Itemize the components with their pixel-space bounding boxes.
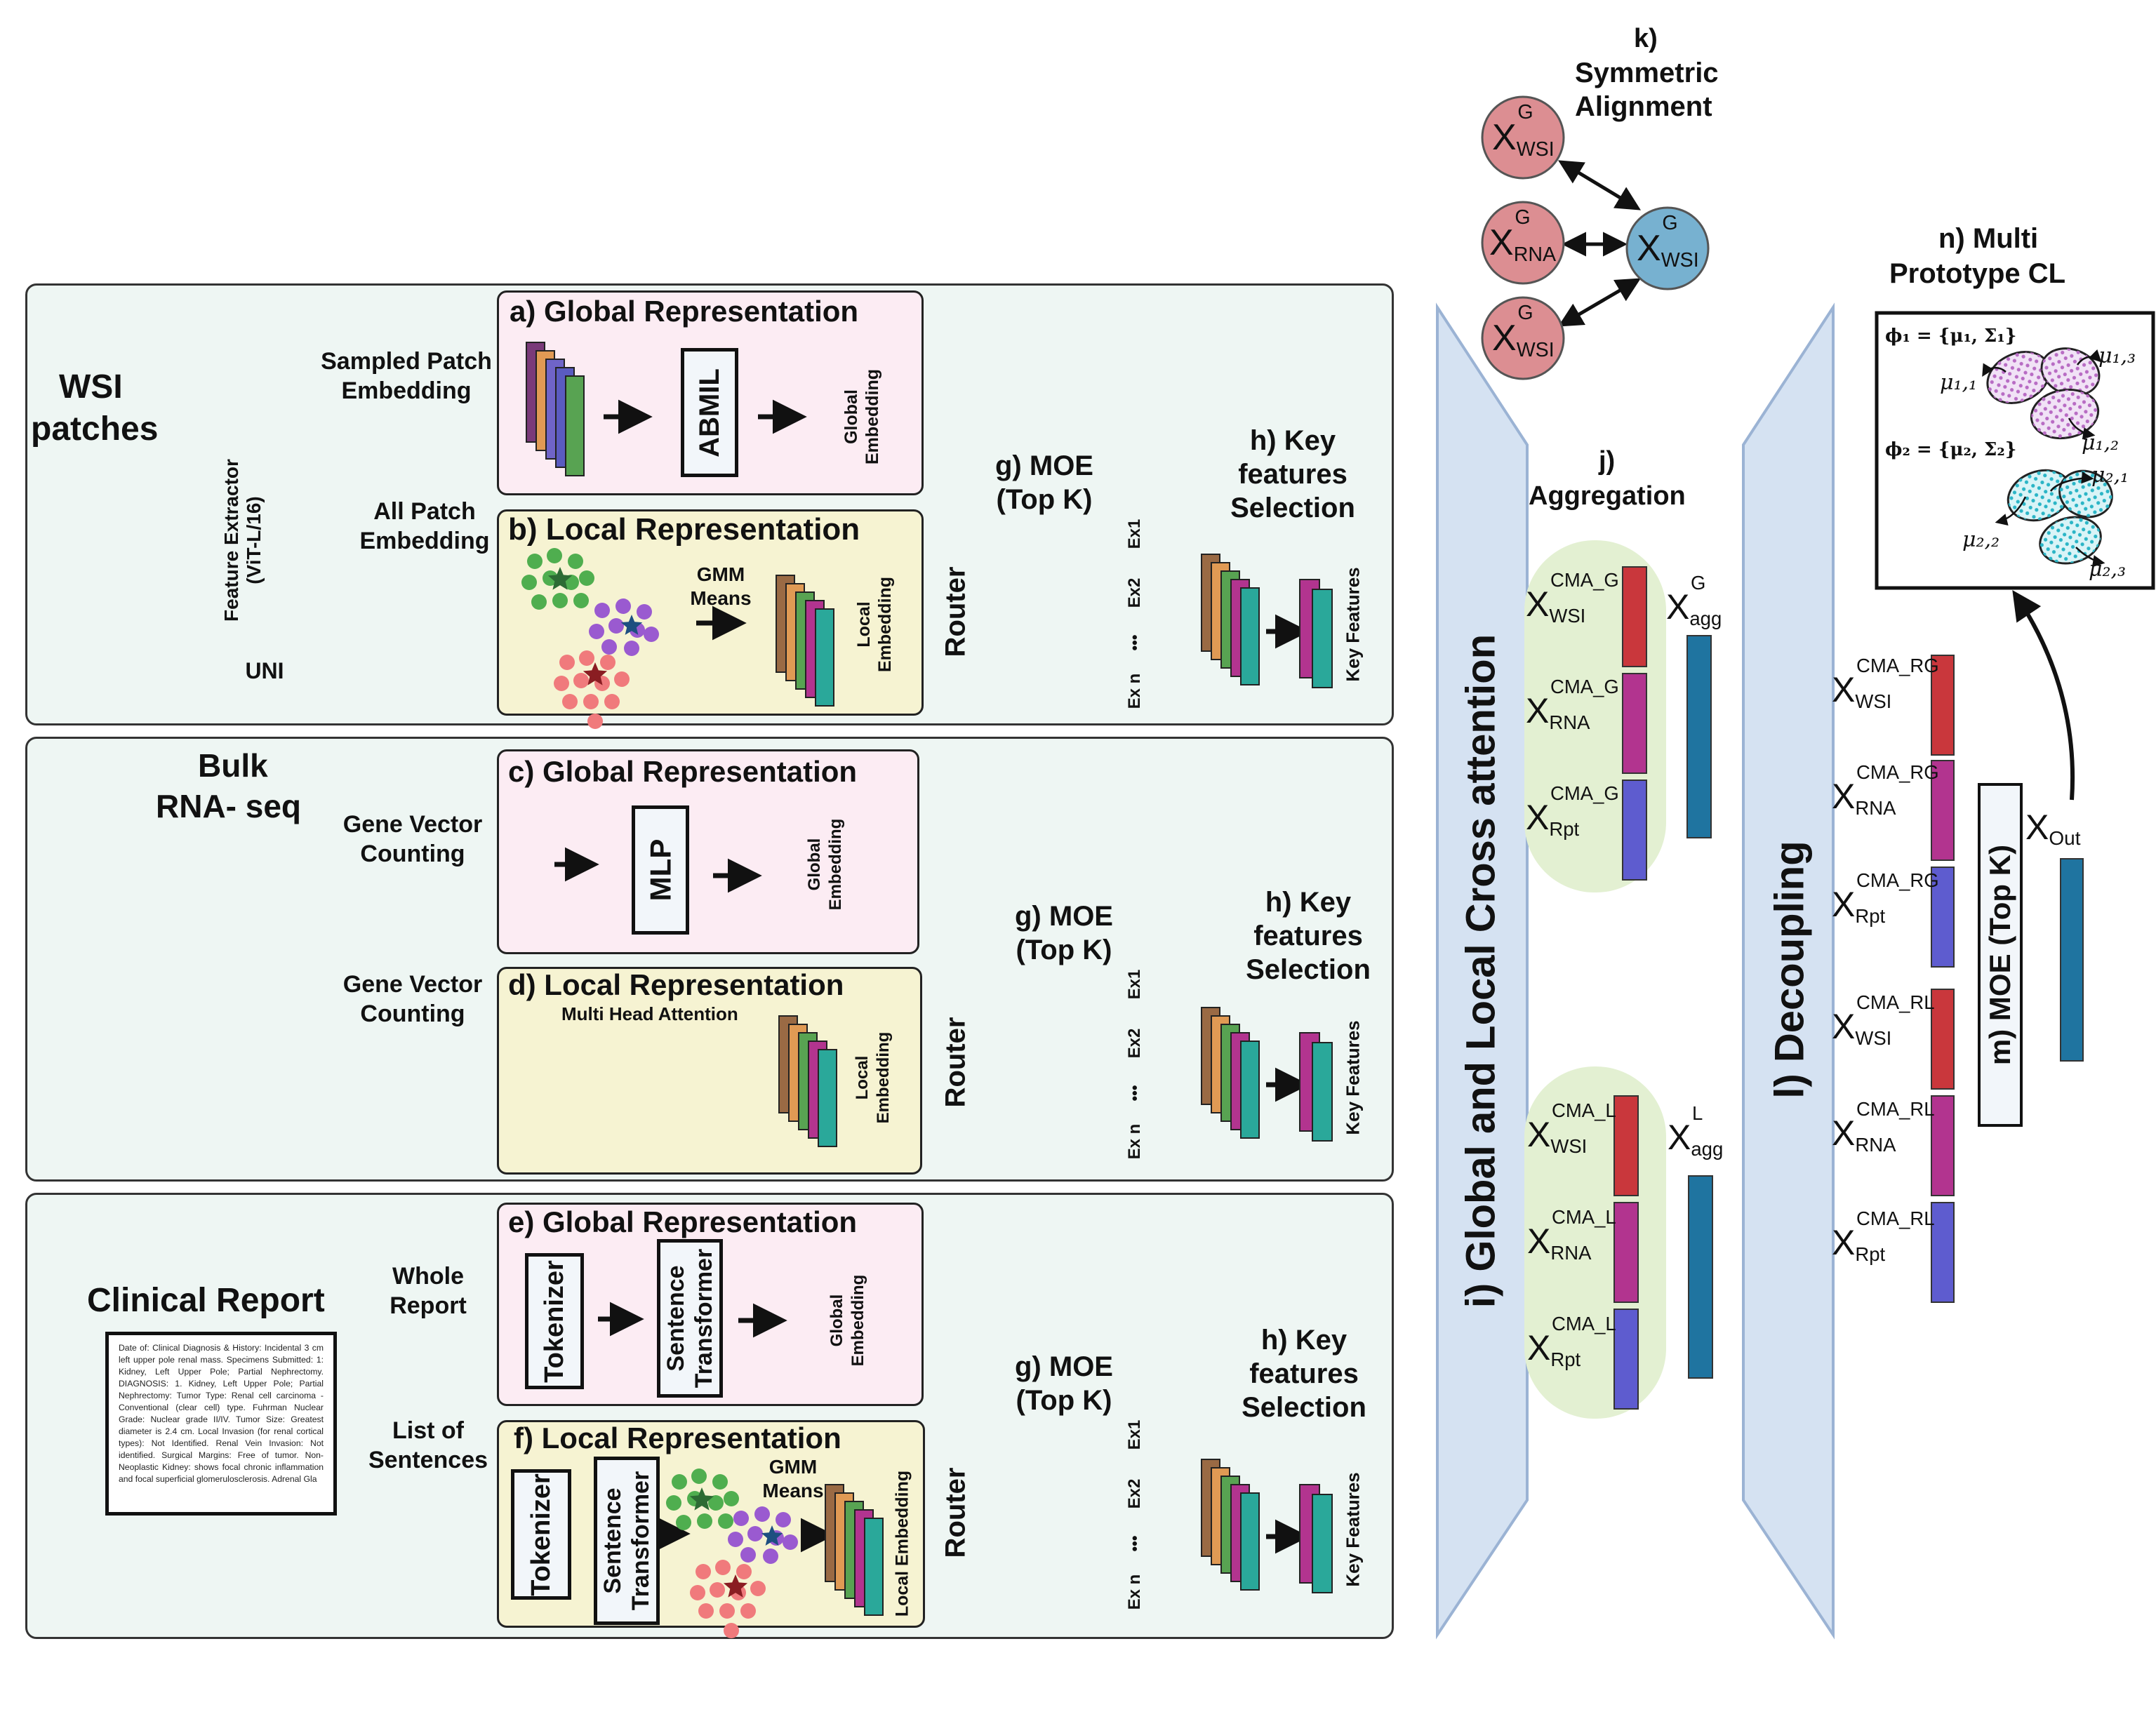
report-local-title: f) Local Representation: [514, 1421, 841, 1454]
mu21-label: μ₂,₁: [2091, 463, 2129, 488]
cross-attention-trapezoid: [1436, 302, 1529, 1640]
agg-g-rpt-bar: [1622, 780, 1647, 881]
uni-label: UNI: [245, 658, 284, 683]
mha-label: Multi Head Attention: [561, 1003, 738, 1024]
report-title: Clinical Report: [87, 1282, 325, 1319]
moe-title-rna: g) MOE(Top K): [1015, 901, 1113, 965]
node-wsi-bottom: [1481, 296, 1565, 380]
dec-out-bar: [2060, 858, 2084, 1062]
mu22-label: μ₂,₂: [1962, 528, 2000, 552]
node-rna: [1481, 201, 1565, 285]
dec-rl-rna-bar: [1931, 1095, 1955, 1196]
report-global-title: e) Global Representation: [508, 1205, 858, 1238]
mlp-box: MLP: [632, 805, 689, 935]
dec-rl-wsi-bar: [1931, 989, 1955, 1090]
alignment-title-2: Alignment: [1575, 91, 1712, 122]
mu23-label: μ₂,₃: [2089, 557, 2127, 582]
dec-rg-wsi-bar: [1931, 655, 1955, 756]
abmil-box: ABMIL: [681, 348, 738, 477]
phi1-label: ϕ₁ = {μ₁, Σ₁}: [1885, 326, 2017, 347]
agg-g-wsi-bar: [1622, 566, 1647, 667]
agg-l-out-bar: [1688, 1175, 1713, 1379]
dec-rl-rpt-bar: [1931, 1202, 1955, 1303]
wsi-title: WSI: [59, 368, 123, 406]
alignment-index: k): [1634, 24, 1658, 53]
clinical-report-document: Date of: Clinical Diagnosis & History: I…: [105, 1332, 337, 1516]
node-wsi-top: [1481, 95, 1565, 180]
rna-title: Bulk: [198, 747, 268, 784]
dec-rg-rna-bar: [1931, 760, 1955, 861]
rna-local-title: d) Local Representation: [508, 968, 844, 1001]
wsi-title-2: patches: [31, 410, 159, 448]
aggregation-title: Aggregation: [1529, 481, 1686, 511]
moe-top-k-box: m) MOE (Top K): [1978, 783, 2023, 1127]
dec-x-out: XOut: [2025, 808, 2081, 849]
moe-title-report: g) MOE(Top K): [1015, 1351, 1113, 1416]
mu13-label: μ₁,₃: [2098, 344, 2136, 368]
agg-l-rpt-bar: [1613, 1309, 1639, 1410]
tokenizer-box-global: Tokenizer: [525, 1253, 584, 1389]
curved-arrow-icon: [2012, 590, 2075, 801]
decoupling-trapezoid: [1742, 302, 1835, 1640]
prototype-ellipses: [1986, 347, 2113, 565]
mu11-label: μ₁,₁: [1940, 370, 1978, 395]
wsi-global-title: a) Global Representation: [510, 295, 859, 328]
rna-global-title: c) Global Representation: [508, 755, 858, 788]
agg-l-rna-bar: [1613, 1202, 1639, 1303]
prototype-title: n) Multi: [1938, 223, 2039, 254]
mu12-label: μ₁,₂: [2082, 431, 2120, 455]
alignment-title: Symmetric: [1575, 58, 1719, 88]
rna-local-box: [497, 967, 922, 1175]
wsi-local-title: b) Local Representation: [508, 512, 860, 547]
tokenizer-box-local: Tokenizer: [511, 1469, 571, 1600]
agg-g-out-bar: [1686, 635, 1712, 838]
node-wsi-center: [1625, 206, 1710, 290]
agg-l-wsi-bar: [1613, 1095, 1639, 1196]
alignment-arrows: [1557, 160, 1642, 327]
agg-g-rna-bar: [1622, 673, 1647, 774]
aggregation-index: j): [1599, 446, 1616, 476]
phi2-label: ϕ₂ = {μ₂, Σ₂}: [1885, 439, 2017, 460]
prototype-title-2: Prototype CL: [1889, 258, 2066, 289]
prototype-pointer-arrows: [1982, 349, 2105, 568]
dec-rg-rpt-bar: [1931, 867, 1955, 968]
rna-title-2: RNA- seq: [156, 788, 302, 824]
moe-title-wsi: g) MOE(Top K): [995, 450, 1093, 515]
